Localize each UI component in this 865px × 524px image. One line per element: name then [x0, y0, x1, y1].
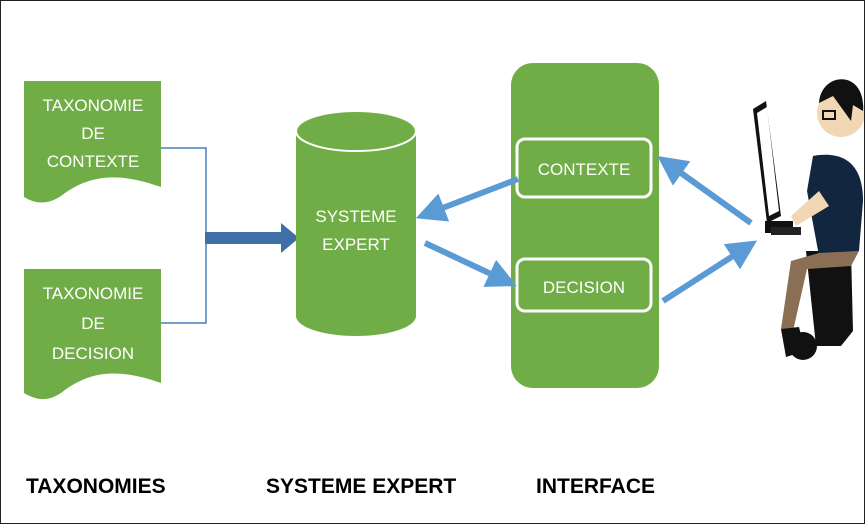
interface-context-label: CONTEXTE [538, 160, 631, 179]
expert-system-line-2: EXPERT [322, 235, 390, 254]
merge-arrow [205, 223, 299, 253]
interface-context-box [515, 137, 653, 199]
arrow-expert-to-decision [423, 240, 517, 287]
taxonomy-context-document: TAXONOMIE DE CONTEXTE [24, 81, 161, 203]
expert-system-line-1: SYSTEME [315, 207, 396, 226]
interface-panel: CONTEXTE DECISION [511, 63, 659, 388]
expert-system-cylinder: SYSTEME EXPERT [295, 110, 417, 336]
arrow-decision-to-user [661, 240, 758, 304]
taxonomy-decision-line-1: TAXONOMIE [43, 284, 144, 303]
taxonomy-context-line-1: TAXONOMIE [43, 96, 144, 115]
section-title-interface: INTERFACE [536, 475, 655, 498]
arrow-context-to-expert [415, 176, 520, 222]
taxonomy-connector [161, 147, 207, 324]
interface-decision-label: DECISION [543, 278, 625, 297]
section-title-expert-system: SYSTEME EXPERT [266, 475, 456, 498]
arrow-user-to-context [657, 156, 753, 226]
section-title-taxonomies: TAXONOMIES [26, 475, 166, 498]
flow-arrows [415, 156, 758, 304]
taxonomy-context-line-3: CONTEXTE [47, 152, 140, 171]
taxonomy-decision-document: TAXONOMIE DE DECISION [24, 269, 161, 400]
person-at-computer-icon [753, 79, 864, 360]
taxonomy-context-line-2: DE [81, 124, 105, 143]
taxonomy-decision-line-2: DE [81, 314, 105, 333]
taxonomy-decision-line-3: DECISION [52, 344, 134, 363]
interface-decision-box [515, 257, 653, 313]
